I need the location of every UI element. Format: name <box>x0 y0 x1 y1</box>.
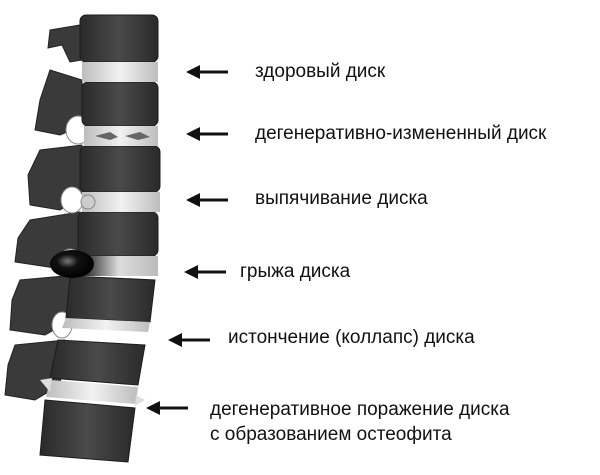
label-herniation: грыжа диска <box>240 261 351 282</box>
vertebrae <box>39 14 161 463</box>
disc-collapsed <box>62 318 150 332</box>
label-collapse: истончение (коллапс) диска <box>228 327 475 348</box>
disc-healthy <box>82 62 158 82</box>
arrows <box>146 65 228 415</box>
disc-degenerated <box>84 126 158 146</box>
osteophyte <box>40 378 145 406</box>
label-osteophyte-line1: дегенеративное поражение диска <box>210 399 510 420</box>
disc-herniation <box>50 250 158 278</box>
disc-osteophyte <box>46 380 138 404</box>
disc-bulging <box>80 192 160 212</box>
label-bulging-disc: выпячивание диска <box>255 188 428 209</box>
label-osteophyte-line2: с образованием остеофита <box>210 424 452 445</box>
posterior-processes <box>4 24 85 401</box>
label-degenerated-disc: дегенеративно-измененный диск <box>255 123 547 144</box>
label-healthy-disc: здоровый диск <box>255 61 386 82</box>
